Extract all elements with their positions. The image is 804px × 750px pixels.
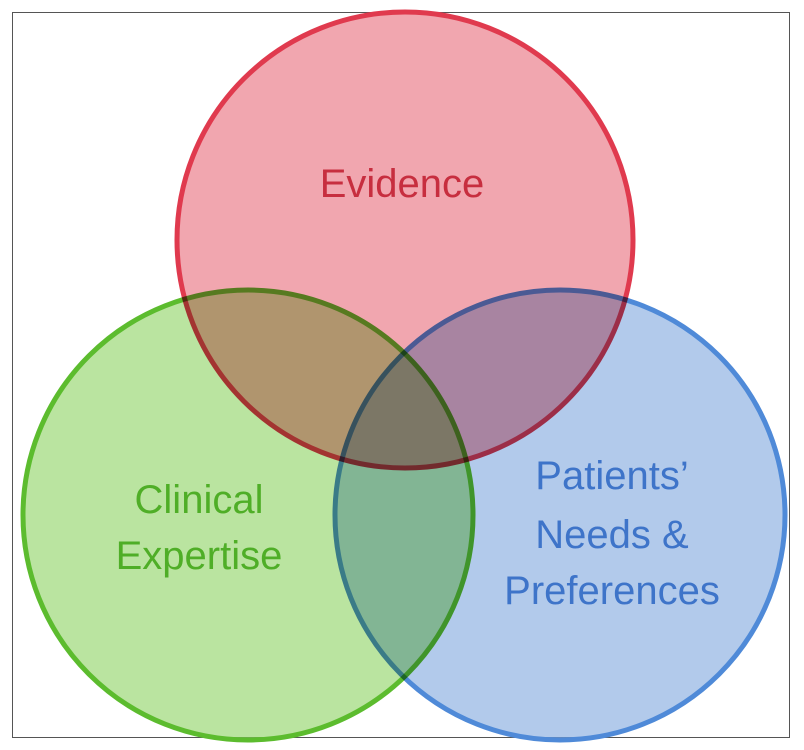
clinical-label-line-1: Clinical <box>135 478 264 522</box>
evidence-label: Evidence <box>320 162 485 206</box>
clinical-label-line-2: Expertise <box>116 534 283 578</box>
patients-label-line-3: Preferences <box>504 569 720 613</box>
patients-label-line-2: Needs & <box>535 513 689 557</box>
patients-needs-circle <box>332 287 788 743</box>
patients-label-line-1: Patients’ <box>535 454 688 498</box>
